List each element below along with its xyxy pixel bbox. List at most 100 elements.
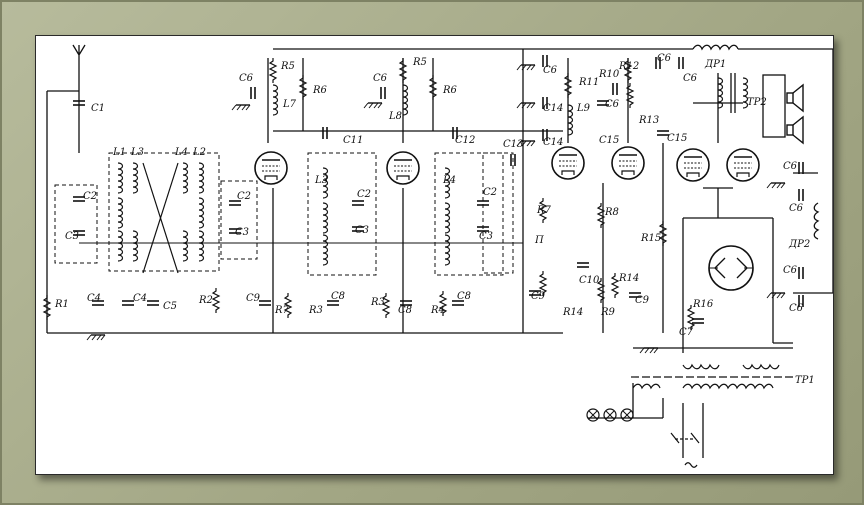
capacitor [452, 127, 458, 139]
capacitor [259, 300, 271, 306]
label-c8-a: C8 [331, 291, 345, 302]
schematic-diagram: C1 L1 L3 L4 L2 C2 C3 C2 C3 R1 C4 C4 C5 R… [43, 44, 833, 468]
label-c6-f: C6 [683, 73, 698, 84]
label-tr1: ТР1 [795, 375, 815, 386]
label-r7-b: R7 [536, 205, 552, 216]
label-l7-a: L7 [282, 99, 297, 110]
capacitor [122, 300, 134, 306]
label-c1: C1 [91, 103, 105, 114]
label-dr1: ДР1 [704, 59, 726, 70]
label-c6-j: C6 [789, 303, 804, 314]
label-c9-c: C9 [635, 295, 650, 306]
label-r5-b: R5 [412, 57, 427, 68]
capacitor [798, 189, 804, 201]
label-c6-h: C6 [789, 203, 804, 214]
label-c13: C13 [503, 139, 523, 150]
label-r9: R9 [600, 307, 616, 318]
capacitor [629, 292, 641, 298]
capacitor [798, 162, 804, 174]
tube-v4 [611, 146, 645, 180]
label-dr2: ДР2 [788, 239, 810, 250]
label-c3-c: C3 [355, 225, 369, 236]
label-r13: R13 [638, 115, 659, 126]
capacitor [510, 154, 516, 166]
capacitor [400, 300, 412, 306]
chokes [692, 44, 820, 240]
tube-v6 [726, 148, 760, 182]
label-c5: C5 [163, 301, 177, 312]
label-r4: R4 [430, 305, 445, 316]
capacitor [477, 200, 489, 206]
label-c9-b: C9 [531, 291, 546, 302]
label-c6-i: C6 [783, 265, 798, 276]
label-r10: R10 [598, 69, 620, 80]
rectifier-tube [708, 245, 754, 291]
label-p: П [534, 235, 544, 246]
capacitor [542, 97, 548, 109]
capacitor [798, 295, 804, 307]
label-c3-d: C3 [479, 231, 493, 242]
label-c6-b: C6 [373, 73, 388, 84]
capacitor [452, 300, 464, 306]
tube-v3 [551, 146, 585, 180]
label-l3: L3 [130, 147, 144, 158]
wiring [46, 44, 833, 458]
capacitor [597, 100, 609, 106]
speaker-1 [786, 83, 804, 113]
label-r2: R2 [198, 295, 213, 306]
label-c6-d: C6 [605, 99, 620, 110]
schematic-sheet: C1 L1 L3 L4 L2 C2 C3 C2 C3 R1 C4 C4 C5 R… [35, 35, 834, 475]
capacitor [92, 300, 104, 306]
capacitor [529, 290, 541, 296]
label-c6-c: C6 [543, 65, 558, 76]
capacitor [477, 226, 489, 232]
label-c15-b: C15 [667, 133, 687, 144]
capacitor [229, 228, 241, 234]
capacitor [542, 55, 548, 67]
tube-v5 [676, 148, 710, 182]
coupling-cross [142, 162, 179, 274]
power-transformer [631, 363, 793, 390]
label-r3-a: R3 [308, 305, 323, 316]
label-r14-a: R14 [562, 307, 583, 318]
label-l4: L4 [174, 147, 188, 158]
label-r15: R15 [640, 233, 661, 244]
label-r14-b: R14 [618, 273, 639, 284]
capacitor [327, 300, 339, 306]
label-c11-a: C11 [343, 135, 363, 146]
label-l2: L2 [192, 147, 206, 158]
label-l9: L9 [576, 103, 591, 114]
capacitor [250, 87, 256, 99]
label-r11: R11 [578, 77, 599, 88]
label-r16: R16 [692, 299, 714, 310]
label-c14-b: C14 [543, 137, 563, 148]
label-c2-d: C2 [483, 187, 497, 198]
capacitor [352, 226, 364, 232]
output-transformer [730, 73, 786, 138]
label-r7-a: R7 [274, 305, 290, 316]
pilot-lamps [586, 408, 634, 422]
capacitor [147, 300, 159, 306]
capacitor [798, 267, 804, 279]
label-r6-a: R6 [312, 85, 328, 96]
label-c12: C12 [455, 135, 475, 146]
capacitor [73, 196, 85, 202]
label-l3-b: L3 [314, 175, 328, 186]
label-c6-g: C6 [783, 161, 798, 172]
label-c10: C10 [579, 275, 600, 286]
capacitor [655, 57, 661, 69]
label-c8-c: C8 [457, 291, 471, 302]
speaker-2 [786, 115, 804, 145]
capacitor [612, 83, 618, 95]
label-c4-a: C4 [87, 293, 101, 304]
capacitor [73, 230, 85, 236]
capacitor [380, 87, 386, 99]
capacitor [577, 262, 589, 268]
label-c3-a: C3 [65, 231, 79, 242]
mains-switch [670, 432, 700, 468]
label-l4-b: L4 [442, 175, 456, 186]
label-c6-e: C6 [657, 53, 672, 64]
label-c14-a: C14 [543, 103, 563, 114]
label-r12: R12 [618, 61, 639, 72]
